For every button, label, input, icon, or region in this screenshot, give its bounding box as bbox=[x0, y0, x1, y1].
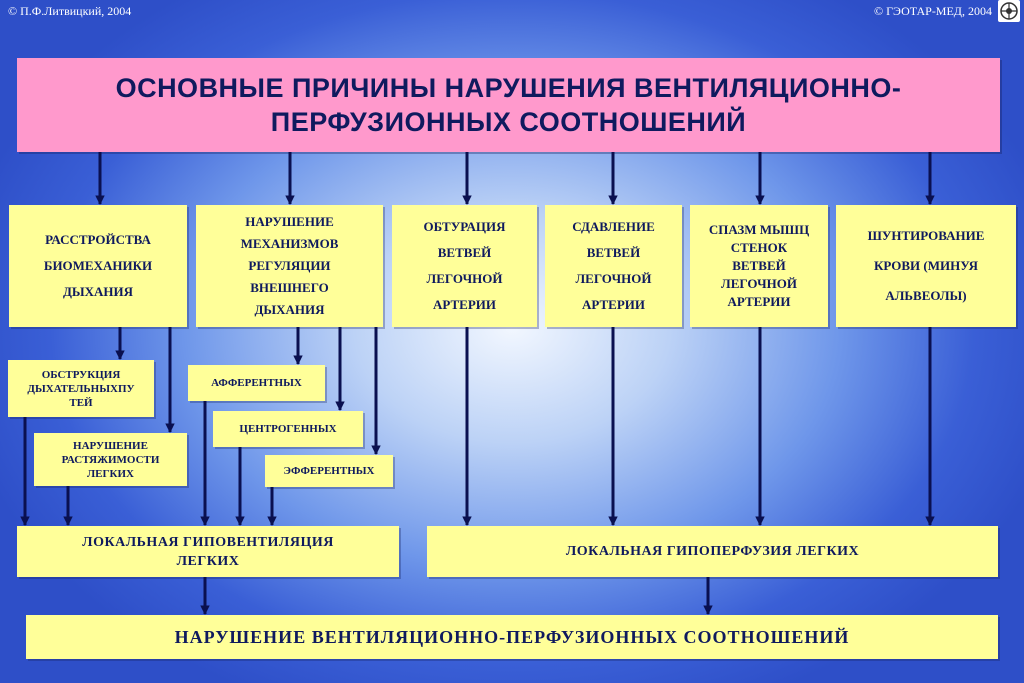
cause-spasm: СПАЗМ МЫШЦ СТЕНОК ВЕТВЕЙ ЛЕГОЧНОЙ АРТЕРИ… bbox=[690, 205, 828, 327]
cause-compression: СДАВЛЕНИЕ ВЕТВЕЙ ЛЕГОЧНОЙ АРТЕРИИ bbox=[545, 205, 682, 327]
outcome-hypoventilation: ЛОКАЛЬНАЯ ГИПОВЕНТИЛЯЦИЯ ЛЕГКИХ bbox=[17, 526, 399, 577]
cause-regulation: НАРУШЕНИЕ МЕХАНИЗМОВ РЕГУЛЯЦИИ ВНЕШНЕГО … bbox=[196, 205, 383, 327]
sub-efferent: ЭФФЕРЕНТНЫХ bbox=[265, 455, 393, 487]
publisher-logo-icon bbox=[998, 0, 1020, 22]
final-outcome: НАРУШЕНИЕ ВЕНТИЛЯЦИОННО-ПЕРФУЗИОННЫХ СОО… bbox=[26, 615, 998, 659]
copyright-publisher: © ГЭОТАР-МЕД, 2004 bbox=[873, 4, 992, 18]
outcome-hypoperfusion: ЛОКАЛЬНАЯ ГИПОПЕРФУЗИЯ ЛЕГКИХ bbox=[427, 526, 998, 577]
sub-centrogenic: ЦЕНТРОГЕННЫХ bbox=[213, 411, 363, 447]
sub-airway-obstruction: ОБСТРУКЦИЯ ДЫХАТЕЛЬНЫХПУ ТЕЙ bbox=[8, 360, 154, 417]
copyright-author: © П.Ф.Литвицкий, 2004 bbox=[8, 4, 132, 18]
sub-compliance: НАРУШЕНИЕ РАСТЯЖИМОСТИ ЛЕГКИХ bbox=[34, 433, 187, 486]
diagram-title: ОСНОВНЫЕ ПРИЧИНЫ НАРУШЕНИЯ ВЕНТИЛЯЦИОННО… bbox=[17, 58, 1000, 152]
cause-obturation: ОБТУРАЦИЯ ВЕТВЕЙ ЛЕГОЧНОЙ АРТЕРИИ bbox=[392, 205, 537, 327]
cause-biomechanics: РАССТРОЙСТВА БИОМЕХАНИКИ ДЫХАНИЯ bbox=[9, 205, 187, 327]
cause-shunting: ШУНТИРОВАНИЕ КРОВИ (МИНУЯ АЛЬВЕОЛЫ) bbox=[836, 205, 1016, 327]
sub-afferent: АФФЕРЕНТНЫХ bbox=[188, 365, 325, 401]
